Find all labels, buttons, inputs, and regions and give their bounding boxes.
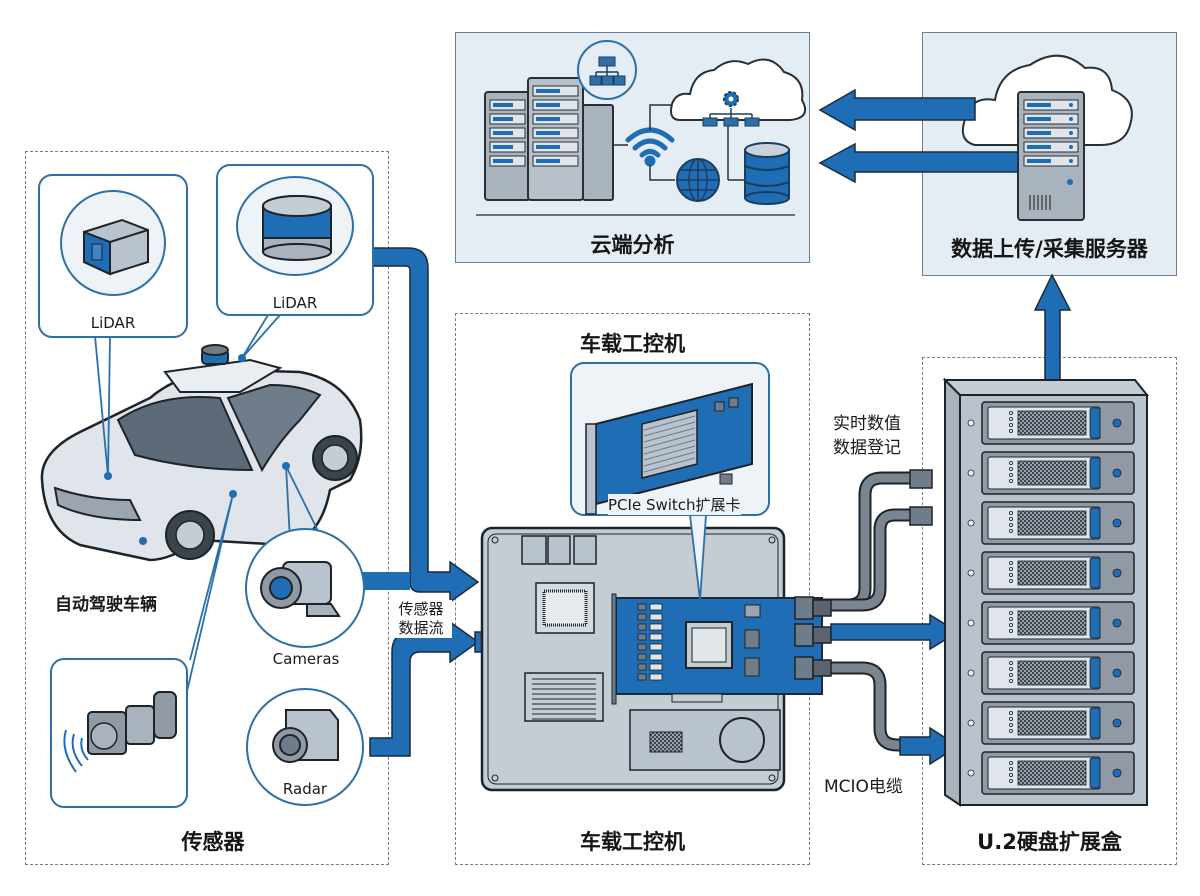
drive-bay xyxy=(967,751,1135,795)
pcie-switch-card-icon xyxy=(585,382,753,515)
drive-bay xyxy=(967,451,1135,495)
corner-radar-icon xyxy=(63,691,177,773)
radar-callout xyxy=(50,658,188,808)
drive-bay xyxy=(967,551,1135,595)
vehicle-label: 自动驾驶车辆 xyxy=(55,595,157,615)
mcio-cable-label: MCIO电缆 xyxy=(824,777,903,797)
sensor-label-lidar-2: LiDAR xyxy=(272,294,318,312)
drive-bay xyxy=(967,601,1135,645)
sensor-stream-label-line-1: 传感器 xyxy=(398,600,444,618)
arrow-to-cloud-1 xyxy=(818,88,976,132)
pcie-switch-card-installed xyxy=(611,593,823,705)
sensor-stream-label-line-2: 数据流 xyxy=(398,619,444,637)
pcie-card-label: PCIe Switch扩展卡 xyxy=(608,494,741,515)
arrow-to-cloud-2 xyxy=(818,142,1019,184)
realtime-logging-label-line-2: 数据登记 xyxy=(833,438,901,458)
radar-icon xyxy=(246,688,364,806)
lidar-callout-1: LiDAR xyxy=(38,174,188,338)
realtime-logging-label: 实时数值 数据登记 xyxy=(833,412,901,460)
drive-bay xyxy=(967,651,1135,695)
drive-bay xyxy=(967,401,1135,445)
server-panel-title: 数据上传/采集服务器 xyxy=(951,237,1148,261)
arrow-storage-to-server xyxy=(1033,273,1072,396)
drive-bay xyxy=(967,501,1135,545)
sensors-panel xyxy=(25,151,389,865)
sensor-label-lidar-1: LiDAR xyxy=(90,314,136,332)
network-hierarchy-badge-icon xyxy=(577,40,637,100)
rotating-lidar-icon xyxy=(236,176,354,276)
pcie-card-callout: PCIe Switch扩展卡 xyxy=(570,362,770,516)
mcio-cables xyxy=(813,471,937,752)
upload-server-illustration xyxy=(961,54,1133,221)
realtime-logging-label-line-1: 实时数值 xyxy=(833,414,901,434)
globe-icon xyxy=(676,158,720,202)
solid-state-lidar-icon xyxy=(60,190,166,296)
sensor-stream-label: 传感器 数据流 xyxy=(390,600,452,638)
storage-panel-title: U.2硬盘扩展盒 xyxy=(977,830,1122,854)
card-callout-tail xyxy=(689,514,707,601)
sensor-label-radar: Radar xyxy=(282,780,328,798)
ipc-panel-title-bottom: 车载工控机 xyxy=(580,830,685,854)
cloud-panel-title: 云端分析 xyxy=(590,233,675,257)
upload-arrows xyxy=(818,88,1072,396)
wifi-icon xyxy=(625,127,675,167)
grille xyxy=(53,486,142,522)
database-icon xyxy=(744,142,790,205)
drive-bay xyxy=(967,701,1135,745)
ipc-panel-title-top: 车载工控机 xyxy=(580,332,685,356)
connector-lines xyxy=(613,104,745,181)
sensors-panel-title: 传感器 xyxy=(181,830,245,854)
u2-storage-enclosure xyxy=(942,377,1150,807)
lidar-callout-2: LiDAR xyxy=(216,164,374,316)
sensor-label-cameras: Cameras xyxy=(272,650,340,668)
heatsink xyxy=(524,672,604,722)
cloud-analytics-illustration xyxy=(476,40,806,216)
cloud-gear-icon xyxy=(670,58,806,127)
camera-icon xyxy=(245,528,365,648)
autonomous-vehicle-illustration xyxy=(40,344,363,562)
sensor-callout-lines xyxy=(94,314,321,701)
